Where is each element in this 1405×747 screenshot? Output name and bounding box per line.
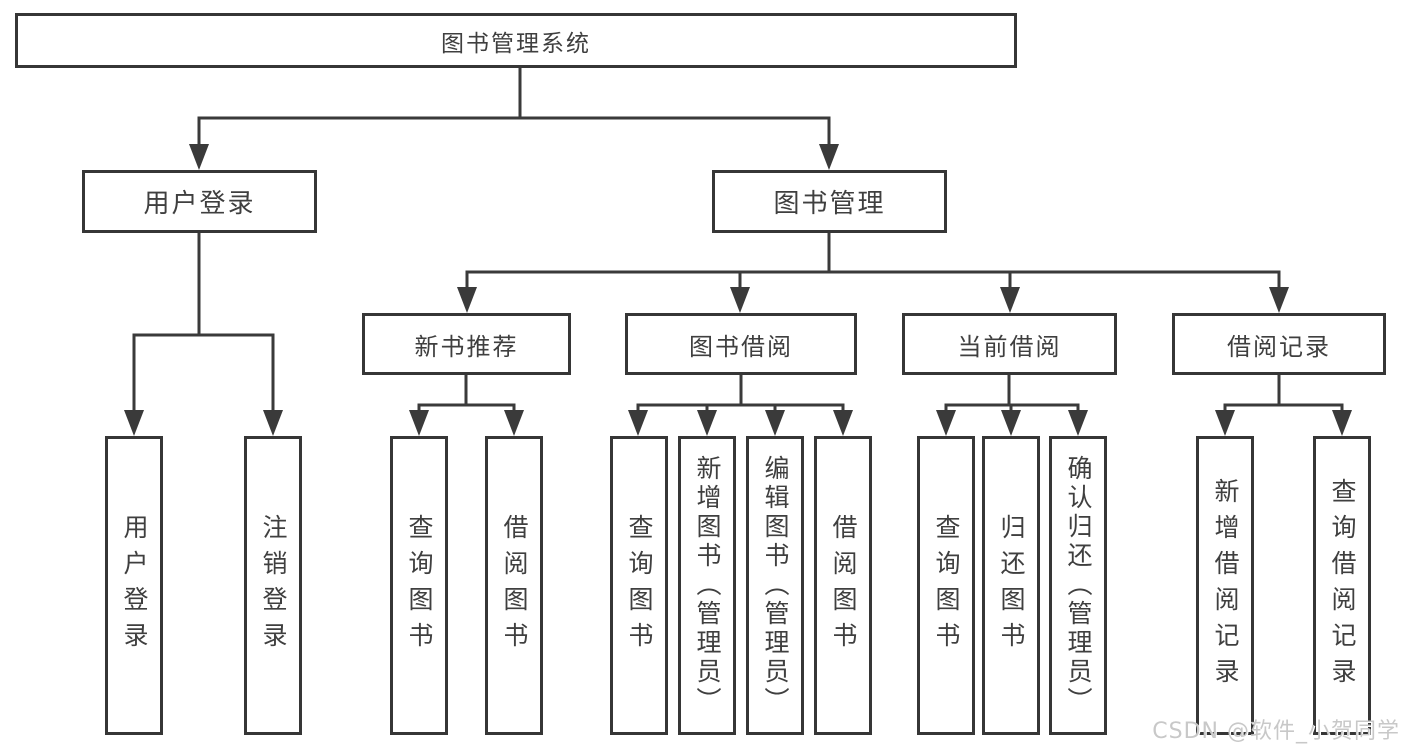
leaf-confirm-return-admin: 确认归还（管理员） xyxy=(1049,436,1107,735)
root-node-library-system: 图书管理系统 xyxy=(15,13,1017,68)
node-book-management: 图书管理 xyxy=(712,170,947,233)
leaf-add-borrow-record: 新增借阅记录 xyxy=(1196,436,1254,735)
arrowheads xyxy=(124,144,1352,436)
leaf-borrow-books-borrowing: 借阅图书 xyxy=(814,436,872,735)
node-new-book-recommendation: 新书推荐 xyxy=(362,313,571,375)
node-current-borrowing: 当前借阅 xyxy=(902,313,1117,375)
node-book-borrowing: 图书借阅 xyxy=(625,313,857,375)
leaf-return-books: 归还图书 xyxy=(982,436,1040,735)
node-borrowing-records: 借阅记录 xyxy=(1172,313,1386,375)
leaf-edit-books-admin: 编辑图书（管理员） xyxy=(746,436,804,735)
node-user-login: 用户登录 xyxy=(82,170,317,233)
csdn-watermark: CSDN @软件_小贺同学 xyxy=(1152,719,1400,744)
leaf-query-books-current: 查询图书 xyxy=(917,436,975,735)
leaf-add-books-admin: 新增图书（管理员） xyxy=(678,436,736,735)
leaf-query-borrow-record: 查询借阅记录 xyxy=(1313,436,1371,735)
leaf-query-books-recommend: 查询图书 xyxy=(390,436,448,735)
leaf-query-books-borrowing: 查询图书 xyxy=(610,436,668,735)
leaf-borrow-books-recommend: 借阅图书 xyxy=(485,436,543,735)
leaf-logout: 注销登录 xyxy=(244,436,302,735)
leaf-user-login: 用户登录 xyxy=(105,436,163,735)
